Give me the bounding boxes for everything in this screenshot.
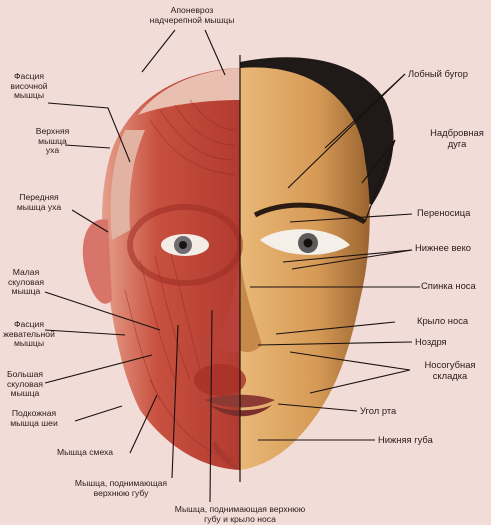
label-nasal-ala: Крыло носа — [417, 316, 489, 327]
label-zygomaticus-minor: Малая скуловая мышца — [0, 268, 52, 297]
label-nasal-dorsum: Спинка носа — [421, 281, 491, 292]
label-mouth-corner: Угол рта — [360, 406, 440, 417]
label-auricularis-anterior: Передняя мышца уха — [4, 193, 74, 212]
label-nasion: Переносица — [417, 208, 489, 219]
label-masseteric-fascia: Фасция жевательной мышцы — [0, 320, 58, 349]
label-nasolabial-fold: Носогубная складка — [412, 360, 488, 381]
label-auricularis-superior: Верхняя мышца уха — [30, 127, 75, 156]
label-zygomaticus-major: Большая скуловая мышца — [0, 370, 50, 399]
label-superciliary-arch: Надбровная дуга — [424, 128, 490, 149]
label-levator-labii-alaeque: Мышца, поднимающая верхнюю губу и крыло … — [150, 505, 330, 524]
label-temporal-fascia: Фасция височной мышцы — [0, 72, 58, 101]
label-levator-labii: Мышца, поднимающая верхнюю губу — [66, 479, 176, 498]
label-risorius: Мышца смеха — [40, 448, 130, 458]
label-lower-eyelid: Нижнее веко — [415, 243, 491, 254]
label-platysma: Подкожная мышца шеи — [0, 409, 68, 428]
label-lower-lip: Нижняя губа — [378, 435, 458, 446]
label-frontal-eminence: Лобный бугор — [408, 69, 490, 80]
label-aponeurosis: Апоневроз надчерепной мышцы — [137, 6, 247, 25]
label-nostril: Ноздря — [415, 337, 487, 348]
